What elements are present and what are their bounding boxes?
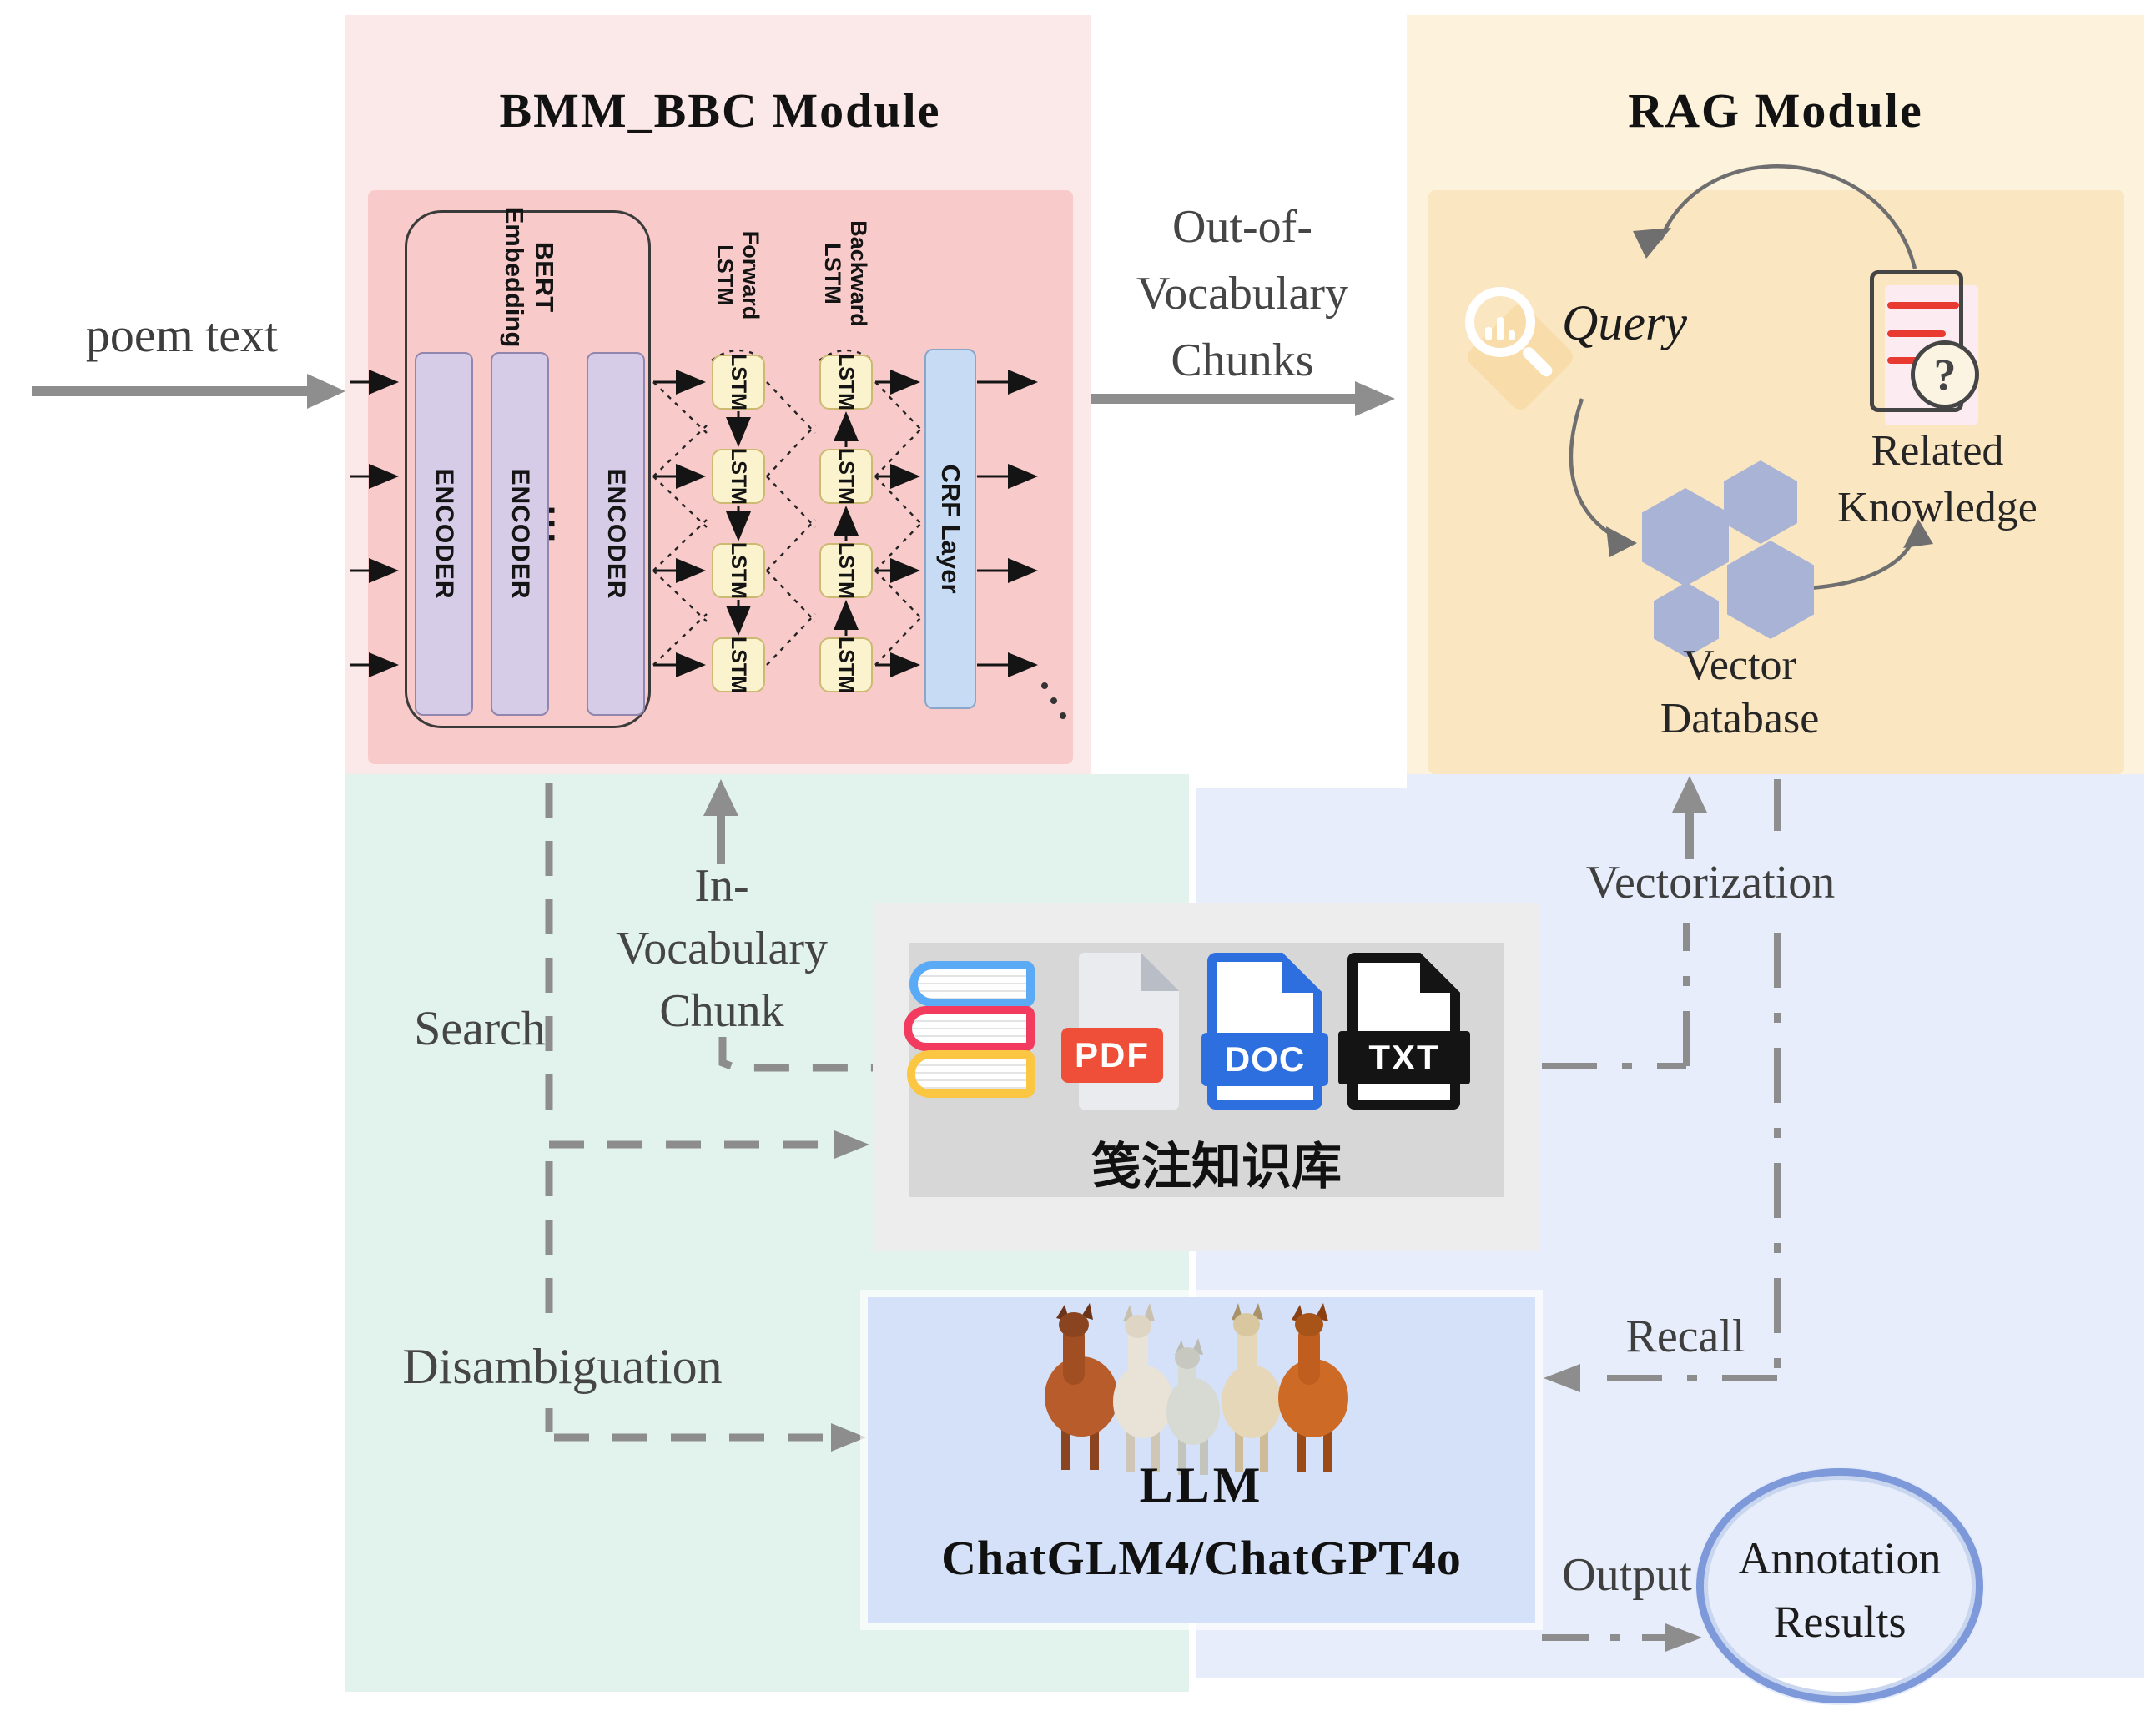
related-doc-line-3 (1887, 357, 1927, 364)
magnifier-bar-1 (1485, 327, 1492, 340)
magnifier-bar-2 (1497, 317, 1504, 340)
encoder-input-arrows (350, 370, 399, 677)
search-magnifier-icon (1465, 287, 1535, 357)
oov-chunks-arrow (1091, 381, 1395, 416)
vectorization-up-arrow (1672, 776, 1707, 859)
forward-lstm-4-label: LSTM (727, 636, 751, 694)
forward-lstm-2 (712, 449, 765, 504)
crf-layer-bar (924, 349, 976, 709)
backward-lstm-column-label: Backward LSTM (820, 220, 871, 327)
search-dashed-line (545, 783, 834, 1149)
backward-lstm-2-label: LSTM (834, 447, 859, 506)
llama-4 (1222, 1303, 1282, 1472)
crf-layer-label: CRF Layer (935, 464, 965, 594)
llama-5 (1278, 1303, 1348, 1472)
query-label: Query (1562, 294, 1687, 350)
magnifier-bar-3 (1509, 330, 1515, 340)
invoc-chunk-label: In- Vocabulary Chunk (616, 860, 828, 1037)
encoder-3 (587, 352, 645, 716)
invoc-dashed-line (718, 1037, 873, 1072)
llm-title: LLM (1139, 1457, 1264, 1512)
forward-lstm-1-label: LSTM (727, 353, 751, 411)
arc1-arrowhead (1633, 228, 1671, 259)
annotation-results-label: Annotation Results (1738, 1533, 1942, 1647)
backward-lstm-2 (819, 449, 873, 504)
encoder-3-label: ENCODER (602, 468, 631, 600)
disambiguation-arrowhead (831, 1423, 866, 1452)
backward-lstm-3-label: LSTM (834, 541, 859, 600)
forward-lstm-column-label: Forward LSTM (713, 231, 763, 320)
bmm-title: BMM_BBC Module (499, 83, 941, 138)
backward-lstm-3 (819, 543, 873, 598)
pdf-fold (1141, 953, 1179, 991)
llama-3 (1166, 1338, 1220, 1475)
encoder-ellipsis: ... (541, 505, 582, 546)
doc-fold (1282, 953, 1322, 993)
vector-database-label: Vector Database (1660, 641, 1820, 742)
encoder-2 (491, 352, 549, 716)
recall-dashdot-line (1544, 779, 1781, 1392)
invoc-up-arrow (703, 779, 738, 864)
output-label: Output (1562, 1549, 1692, 1601)
encoder-1-label: ENCODER (431, 468, 459, 600)
lstm-to-crf-arrows (875, 370, 920, 677)
bert-embedding-group (405, 210, 651, 728)
backward-lstm-4 (819, 637, 873, 692)
arc3-arrowhead (1903, 519, 1933, 548)
book-yellow (907, 1050, 1035, 1098)
encoder-2-label: ENCODER (506, 468, 535, 600)
disambiguation-dashed-line (545, 1161, 831, 1442)
poem-text-arrow (32, 374, 345, 409)
txt-badge: TXT (1338, 1031, 1470, 1084)
forward-lstm-3-label: LSTM (727, 541, 751, 600)
search-label: Search (414, 1000, 546, 1055)
backward-lstm-1 (819, 355, 873, 410)
llama-2 (1113, 1303, 1173, 1472)
related-doc-outline (1870, 270, 1963, 412)
bert-to-lstm-arrows (653, 370, 706, 677)
lstm-chain-arrows (726, 411, 859, 636)
llama-1 (1045, 1303, 1118, 1470)
book-blue (909, 961, 1035, 1007)
crf-output-arrows (977, 370, 1038, 677)
forward-lstm-3 (712, 543, 765, 598)
forward-lstm-2-label: LSTM (727, 447, 751, 506)
related-knowledge-label: Related Knowledge (1837, 427, 2038, 531)
related-doc-line-2 (1887, 330, 1946, 337)
output-dashdot-arrow (1542, 1623, 1702, 1652)
oov-chunks-label: Out-of- Vocabulary Chunks (1136, 201, 1348, 386)
vectorization-label: Vectorization (1585, 857, 1836, 908)
recall-label: Recall (1625, 1311, 1745, 1362)
vectorization-dashdot-line (1542, 923, 1690, 1069)
arc2-arrowhead (1606, 526, 1637, 557)
knowledge-caption: 笺注知识库 (1091, 1137, 1342, 1196)
question-circle-icon: ? (1911, 340, 1979, 409)
pdf-badge: PDF (1061, 1028, 1163, 1083)
forward-lstm-1 (712, 355, 765, 410)
vector-db-cube-4 (1654, 582, 1719, 657)
book-red (904, 1006, 1035, 1051)
bmm-dotted-lattice (652, 349, 921, 666)
poem-text-label: poem text (85, 307, 279, 362)
rag-title: RAG Module (1628, 83, 1923, 138)
vector-db-cube-2 (1724, 460, 1797, 544)
doc-badge: DOC (1201, 1033, 1328, 1086)
annotation-results-ellipse (1696, 1468, 1983, 1703)
encoder-1 (415, 352, 473, 716)
bert-embedding-label: BERT Embedding (500, 206, 559, 348)
search-arrowhead (834, 1130, 869, 1159)
forward-lstm-4 (712, 637, 765, 692)
llm-models: ChatGLM4/ChatGPT4o (941, 1530, 1462, 1585)
crf-output-ellipsis-dots (1041, 682, 1066, 719)
backward-lstm-4-label: LSTM (834, 636, 859, 694)
txt-fold (1420, 953, 1460, 993)
disambiguation-label: Disambiguation (402, 1338, 723, 1394)
related-doc-line-1 (1887, 302, 1959, 309)
llm-llamas-illustration (1045, 1303, 1348, 1475)
